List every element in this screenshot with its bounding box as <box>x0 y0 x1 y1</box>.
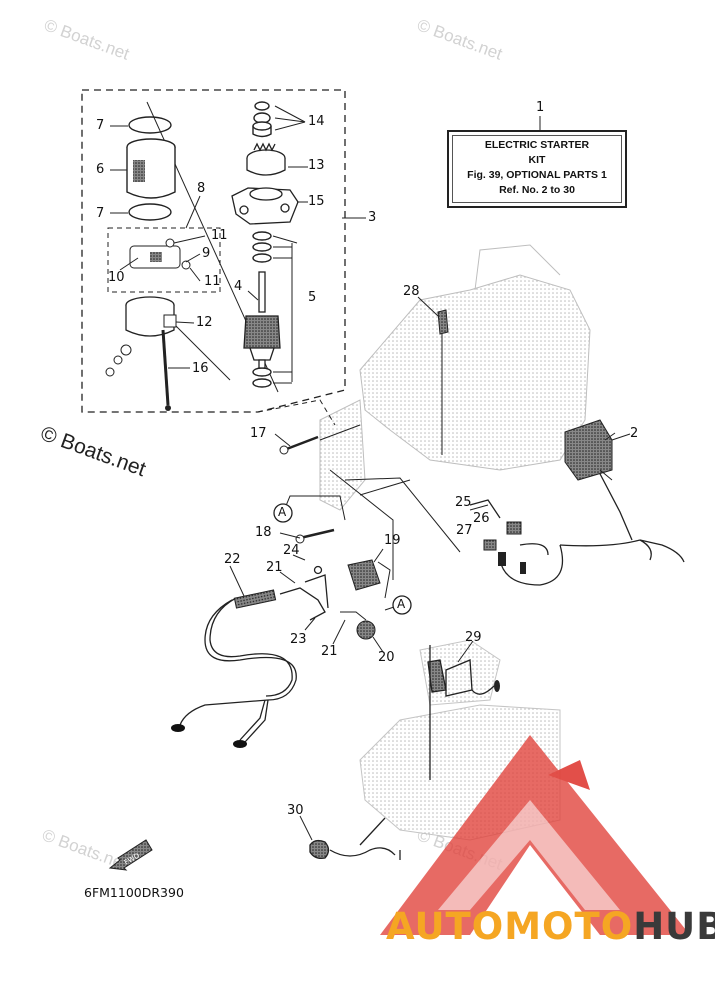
callout: 12 <box>196 315 213 330</box>
callout: 4 <box>234 279 243 294</box>
callout: 13 <box>308 158 325 173</box>
callout: 21 <box>321 644 338 659</box>
callout: 10 <box>108 270 125 285</box>
callout: 22 <box>224 552 241 567</box>
callout: 8 <box>197 181 206 196</box>
callout: 24 <box>283 543 300 558</box>
callout: 15 <box>308 194 325 209</box>
callout: 9 <box>202 246 211 261</box>
callout: 26 <box>473 511 490 526</box>
brand-logo: AUTOMOTOHUB <box>386 905 715 948</box>
callout: 25 <box>455 495 472 510</box>
brand-part1: AUTOMOTO <box>386 905 634 948</box>
fwd-arrow-icon: FWD <box>108 839 153 871</box>
brand-part2: HUB <box>633 905 715 948</box>
callout: 11 <box>204 274 221 289</box>
callout: 14 <box>308 114 325 129</box>
kit-ref-range: Ref. No. 2 to 30 <box>499 184 575 196</box>
callout: 16 <box>192 361 209 376</box>
callout: 23 <box>290 632 307 647</box>
engine-block-ghost <box>319 244 591 841</box>
callout: 2 <box>630 426 639 441</box>
kit-subtitle: KIT <box>528 154 546 166</box>
callout: 30 <box>287 803 304 818</box>
kit-figure-ref: Fig. 39, OPTIONAL PARTS 1 <box>467 169 607 181</box>
callout: 20 <box>378 650 395 665</box>
callout: 3 <box>368 210 377 225</box>
yoke <box>126 138 176 199</box>
callout: 18 <box>255 525 272 540</box>
callout: 6 <box>96 162 105 177</box>
automotohub-logo-icon <box>380 735 690 935</box>
callout: 5 <box>308 290 317 305</box>
callout: 21 <box>266 560 283 575</box>
diagram-code: 6FM1100DR390 <box>84 885 184 900</box>
connector-ref-a: A <box>397 597 406 611</box>
callout: 28 <box>403 284 420 299</box>
callout: 7 <box>96 118 105 133</box>
kit-info-box: ELECTRIC STARTER KIT Fig. 39, OPTIONAL P… <box>447 130 627 208</box>
callout: 11 <box>211 228 228 243</box>
callout: 7 <box>96 206 105 221</box>
callout: 29 <box>465 630 482 645</box>
callout: 27 <box>456 523 473 538</box>
callout: 1 <box>536 100 545 115</box>
callout: 17 <box>250 426 267 441</box>
callout: 19 <box>384 533 401 548</box>
kit-title: ELECTRIC STARTER <box>484 139 590 151</box>
connector-ref-a: A <box>278 505 287 519</box>
